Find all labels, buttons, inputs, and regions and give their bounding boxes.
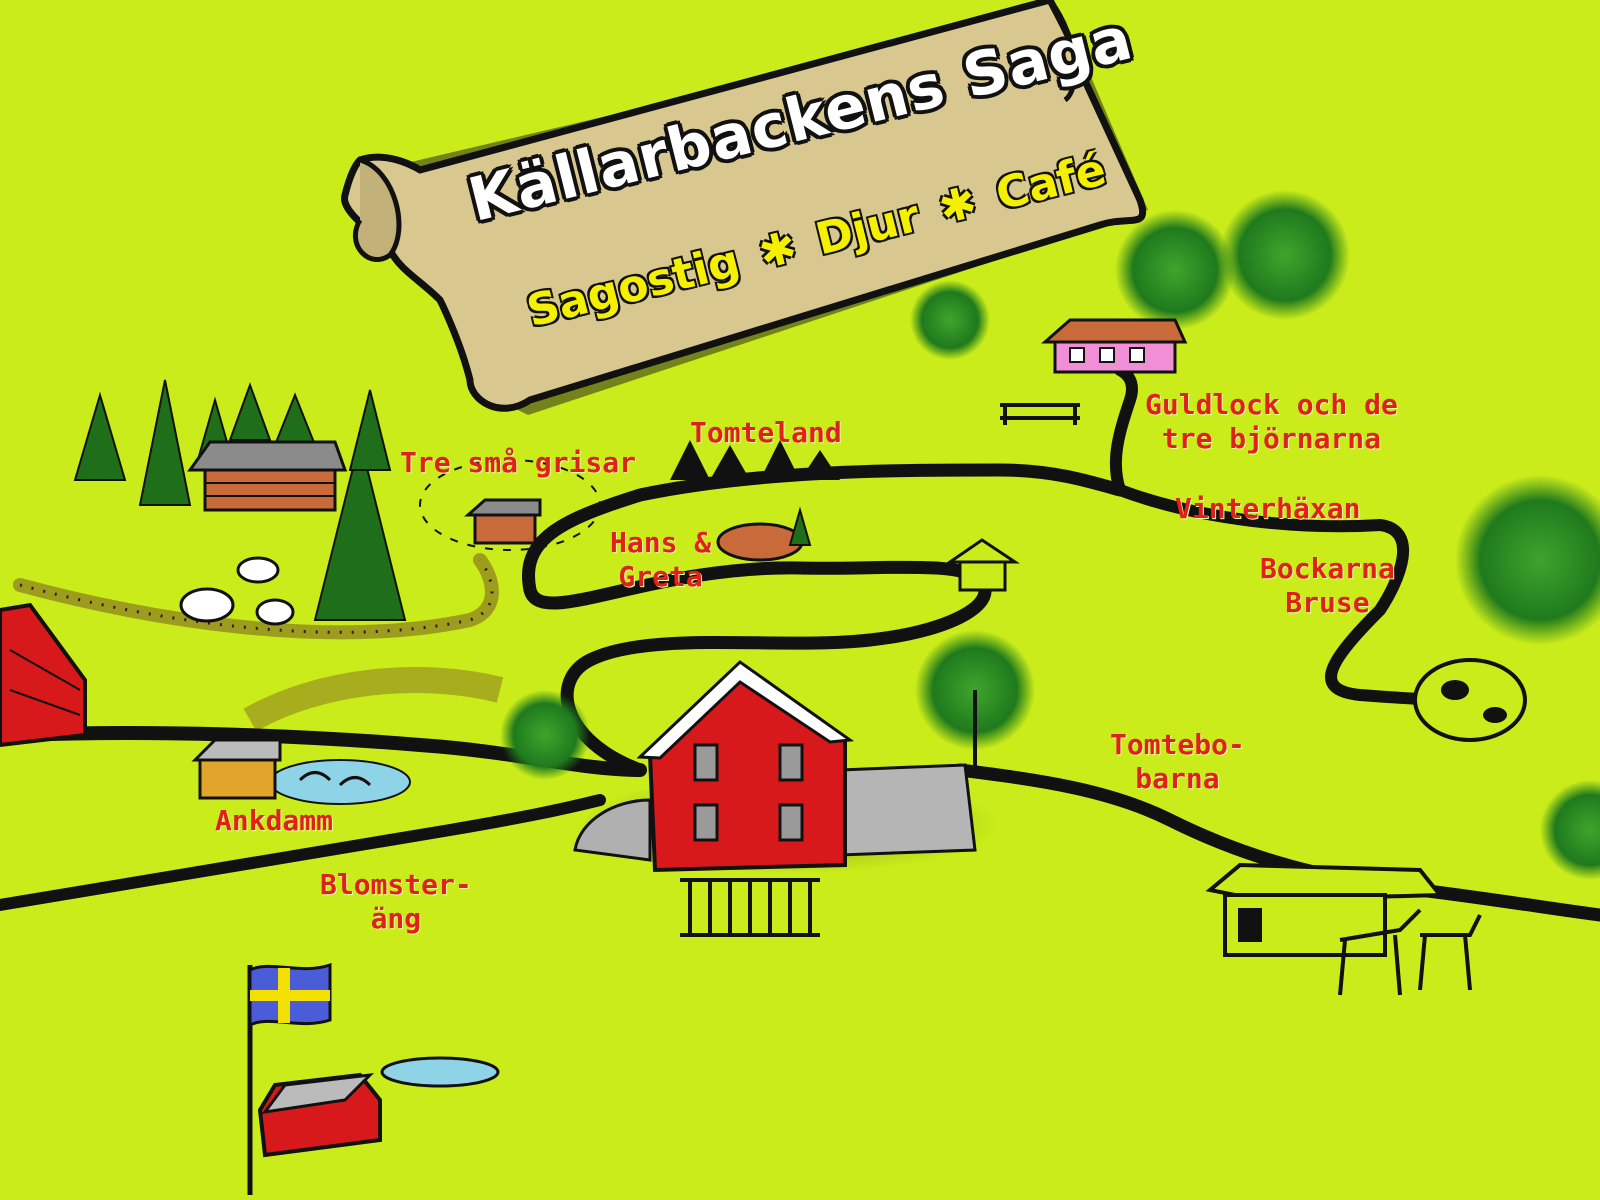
fence-line	[13, 553, 499, 640]
label-blomsterang: Blomster- äng	[320, 868, 472, 936]
label-guldlock-line2: tre björnarna	[1161, 422, 1382, 455]
label-vinterhaxan: Vinterhäxan	[1175, 492, 1361, 525]
label-blomsterang-line2: äng	[370, 902, 422, 935]
barn-icon-left	[0, 602, 87, 748]
label-guldlock: Guldlock och de tre björnarna	[1145, 388, 1398, 456]
label-blomsterang-line1: Blomster-	[320, 868, 472, 901]
label-hans-greta-line1: Hans &	[610, 526, 712, 559]
duck-house	[191, 738, 282, 800]
label-bockarna-bruse: Bockarna Bruse	[1260, 552, 1395, 620]
tomteland-figures	[670, 440, 840, 480]
label-tomtebobarna-line1: Tomtebo-	[1110, 728, 1245, 761]
small-red-cabin	[257, 1072, 382, 1158]
flag-of-sweden-icon	[247, 962, 332, 1195]
label-tre-sma-grisar: Tre små grisar	[400, 446, 637, 479]
separator-star-icon: ✱	[933, 176, 982, 235]
main-red-house	[573, 660, 1000, 937]
forest-cabin	[187, 440, 348, 512]
separator-star-icon: ✱	[753, 221, 802, 280]
label-hans-greta-line2: Greta	[618, 560, 703, 593]
horse-icon	[1338, 908, 1482, 996]
barn-icon-right	[1205, 862, 1445, 957]
label-ankdamm: Ankdamm	[215, 804, 334, 837]
label-tomteland: Tomteland	[690, 416, 842, 449]
pig-house	[419, 459, 601, 551]
banner-scroll	[341, 0, 1148, 415]
small-house	[945, 538, 1020, 592]
label-bockarna-line2: Bruse	[1285, 586, 1370, 619]
trail-path	[0, 364, 1600, 922]
cow-icon	[1413, 658, 1527, 742]
bench-icon	[1000, 403, 1080, 425]
label-hans-greta: Hans & Greta	[610, 526, 711, 594]
label-bockarna-line1: Bockarna	[1260, 552, 1395, 585]
goldilocks-house	[1041, 318, 1188, 374]
gingerbread-house	[716, 506, 812, 562]
label-tomtebobarna: Tomtebo- barna	[1110, 728, 1245, 796]
label-guldlock-line1: Guldlock och de	[1145, 388, 1398, 421]
small-pond	[380, 1056, 500, 1088]
sheep-icon	[179, 556, 295, 626]
label-tomtebobarna-line2: barna	[1135, 762, 1220, 795]
tree-icon	[500, 190, 1600, 880]
pond-icon	[269, 759, 411, 805]
